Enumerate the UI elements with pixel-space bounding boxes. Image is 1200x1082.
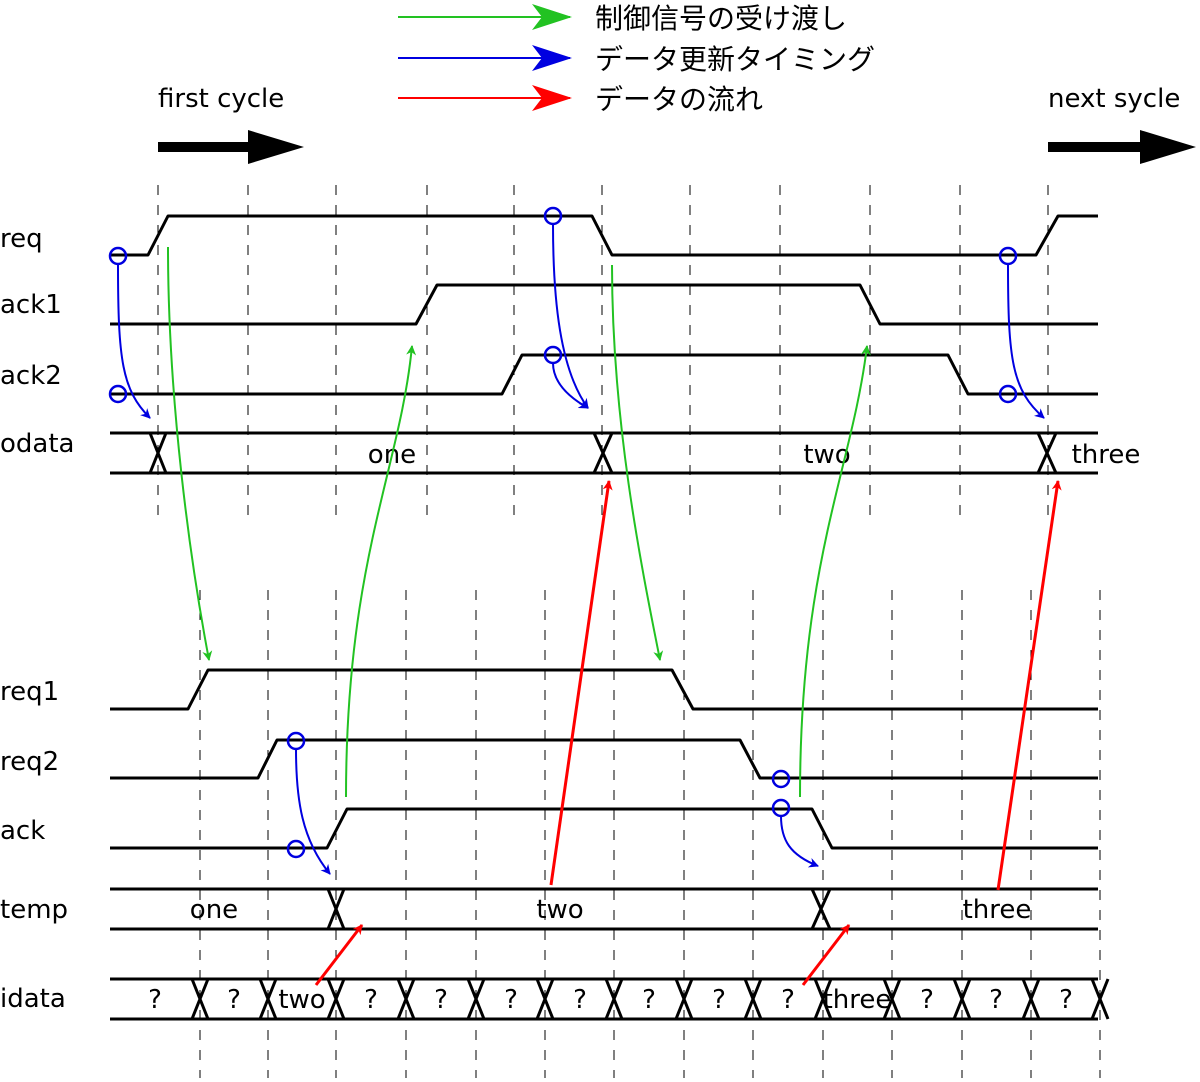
- signal-label-ack2: ack2: [0, 361, 62, 391]
- first-cycle-arrow: [158, 130, 304, 164]
- idata-value: ?: [712, 985, 726, 1015]
- data-update-markers: [108, 206, 1018, 859]
- signal-label-ack: ack: [0, 816, 45, 846]
- red-arrow-temp-to-odata-2: [996, 480, 1062, 891]
- waveform-ack: [110, 807, 1098, 850]
- control-handoff-arrows: [167, 246, 871, 798]
- bus-temp: [110, 887, 1098, 931]
- temp-value-one: one: [190, 895, 238, 925]
- signal-label-req: req: [0, 224, 43, 254]
- idata-crossing: [1090, 978, 1110, 1020]
- temp-value-three: three: [963, 895, 1032, 925]
- idata-value: ?: [148, 985, 162, 1015]
- timing-circle-ack2-3: [998, 384, 1018, 404]
- idata-crossing: [535, 978, 555, 1020]
- signal-label-req2: req2: [0, 747, 59, 777]
- idata-crossing: [190, 978, 210, 1020]
- bus-odata: [110, 431, 1098, 475]
- idata-crossing: [882, 978, 902, 1020]
- blue-arrow-2: [552, 223, 589, 409]
- timing-grid: [157, 185, 1101, 1078]
- idata-crossing: [604, 978, 624, 1020]
- green-arrow-req-to-req1: [167, 246, 213, 661]
- data-flow-arrows: [314, 480, 1062, 986]
- legend-red-arrow: [398, 85, 572, 111]
- idata-value: ?: [504, 985, 518, 1015]
- idata-crossing: [396, 978, 416, 1020]
- idata-value: ?: [642, 985, 656, 1015]
- green-arrow-ack-to-ack2: [799, 345, 871, 798]
- green-arrow-ack-to-ack1: [345, 345, 417, 798]
- idata-crossing: [466, 978, 486, 1020]
- waveform-ack2: [110, 353, 1098, 396]
- idata-crossing: [743, 978, 763, 1020]
- blue-arrow-5: [295, 748, 331, 875]
- idata-value: ?: [920, 985, 934, 1015]
- idata-value: three: [823, 985, 892, 1015]
- next-cycle-label: next sycle: [1048, 84, 1180, 114]
- blue-arrow-4: [1007, 263, 1045, 419]
- idata-value: ?: [781, 985, 795, 1015]
- waveform-req2: [110, 738, 1098, 780]
- odata-value-three: three: [1072, 440, 1141, 470]
- idata-crossing: [813, 978, 833, 1020]
- timing-circle-ack2-1: [108, 384, 128, 404]
- timing-circle-ack-1: [286, 839, 306, 859]
- waveform-req: [110, 214, 1098, 257]
- bus-idata: [110, 977, 1110, 1021]
- timing-circle-req2-2: [771, 769, 791, 789]
- signal-label-odata: odata: [0, 429, 74, 459]
- data-update-arrows: [117, 223, 1045, 875]
- idata-value: ?: [573, 985, 587, 1015]
- legend-blue-arrow: [398, 45, 572, 71]
- waveform-req1: [110, 668, 1098, 711]
- idata-crossing: [952, 978, 972, 1020]
- signal-label-req1: req1: [0, 677, 59, 707]
- signal-label-ack1: ack1: [0, 290, 62, 320]
- legend-data-flow: データの流れ: [595, 83, 763, 116]
- legend-control-handoff: 制御信号の受け渡し: [595, 2, 847, 35]
- signal-label-temp: temp: [0, 895, 68, 925]
- red-arrow-idata-to-temp-1: [314, 924, 364, 986]
- idata-value: two: [278, 985, 325, 1015]
- first-cycle-label: first cycle: [158, 84, 284, 114]
- green-arrow-req-to-req1-fall: [611, 264, 664, 661]
- blue-arrow-1: [117, 263, 151, 419]
- idata-value: ?: [1059, 985, 1073, 1015]
- next-cycle-arrow: [1048, 130, 1196, 164]
- idata-crossing: [258, 978, 278, 1020]
- idata-crossing: [1021, 978, 1041, 1020]
- legend: 制御信号の受け渡し データ更新タイミング データの流れ: [398, 2, 875, 116]
- blue-arrow-6: [780, 815, 819, 868]
- idata-value: ?: [434, 985, 448, 1015]
- blue-arrow-3: [552, 362, 589, 409]
- idata-value: ?: [364, 985, 378, 1015]
- temp-value-two: two: [536, 895, 583, 925]
- idata-crossing: [674, 978, 694, 1020]
- red-arrow-temp-to-odata-1: [549, 480, 613, 886]
- red-arrow-idata-to-temp-2: [801, 924, 851, 986]
- legend-green-arrow: [398, 4, 572, 30]
- idata-value: ?: [227, 985, 241, 1015]
- idata-crossing: [326, 978, 346, 1020]
- idata-values: ?? two??????? three???: [148, 985, 1073, 1015]
- idata-value: ?: [989, 985, 1003, 1015]
- legend-data-update-timing: データ更新タイミング: [595, 43, 875, 76]
- signal-label-idata: idata: [0, 984, 66, 1014]
- waveform-ack1: [110, 283, 1098, 326]
